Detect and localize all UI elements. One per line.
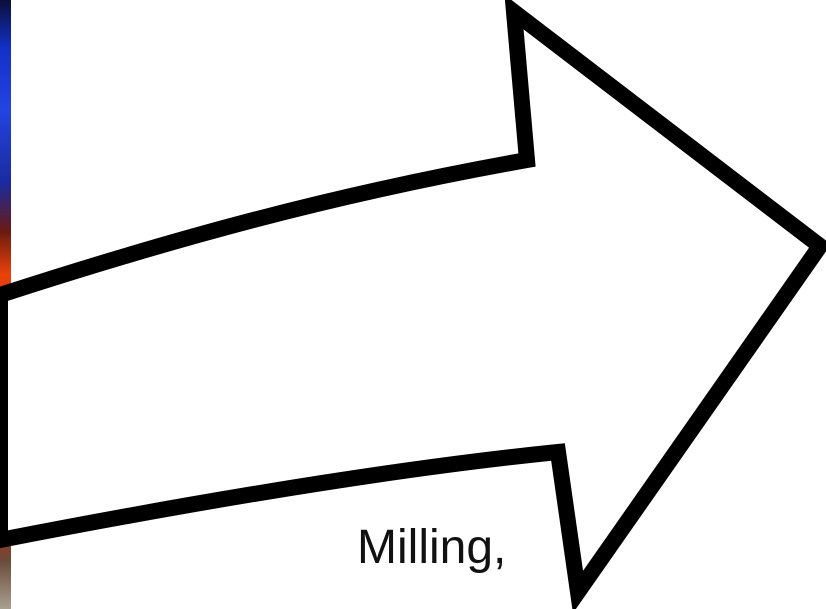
arrow-shape [0, 12, 820, 592]
caption-text: Milling, [357, 524, 506, 572]
